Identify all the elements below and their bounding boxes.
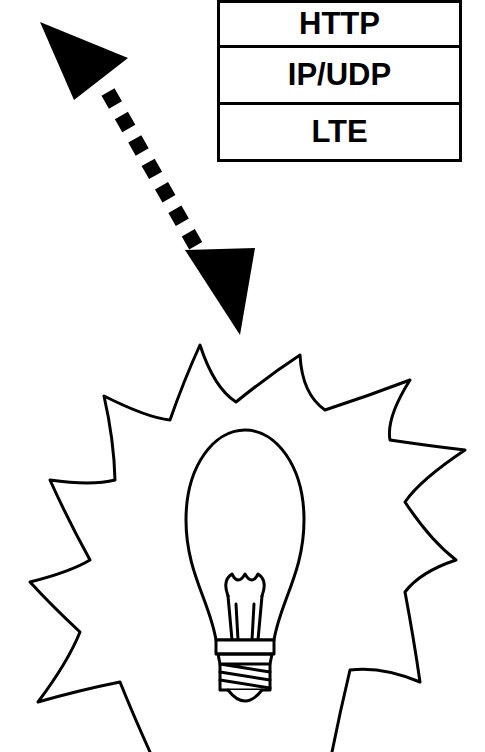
protocol-layer-box: LTE [217,102,462,162]
arrow-head [40,22,128,100]
dashed-shaft [108,92,205,262]
arrow-head [185,248,255,335]
layer-label: HTTP [299,7,380,41]
light-bulb [186,430,304,701]
layer-label: IP/UDP [288,58,391,92]
protocol-layer-box: HTTP [217,0,462,48]
protocol-layer-box: IP/UDP [217,45,462,105]
light-burst [30,345,465,752]
layer-label: LTE [311,115,367,149]
